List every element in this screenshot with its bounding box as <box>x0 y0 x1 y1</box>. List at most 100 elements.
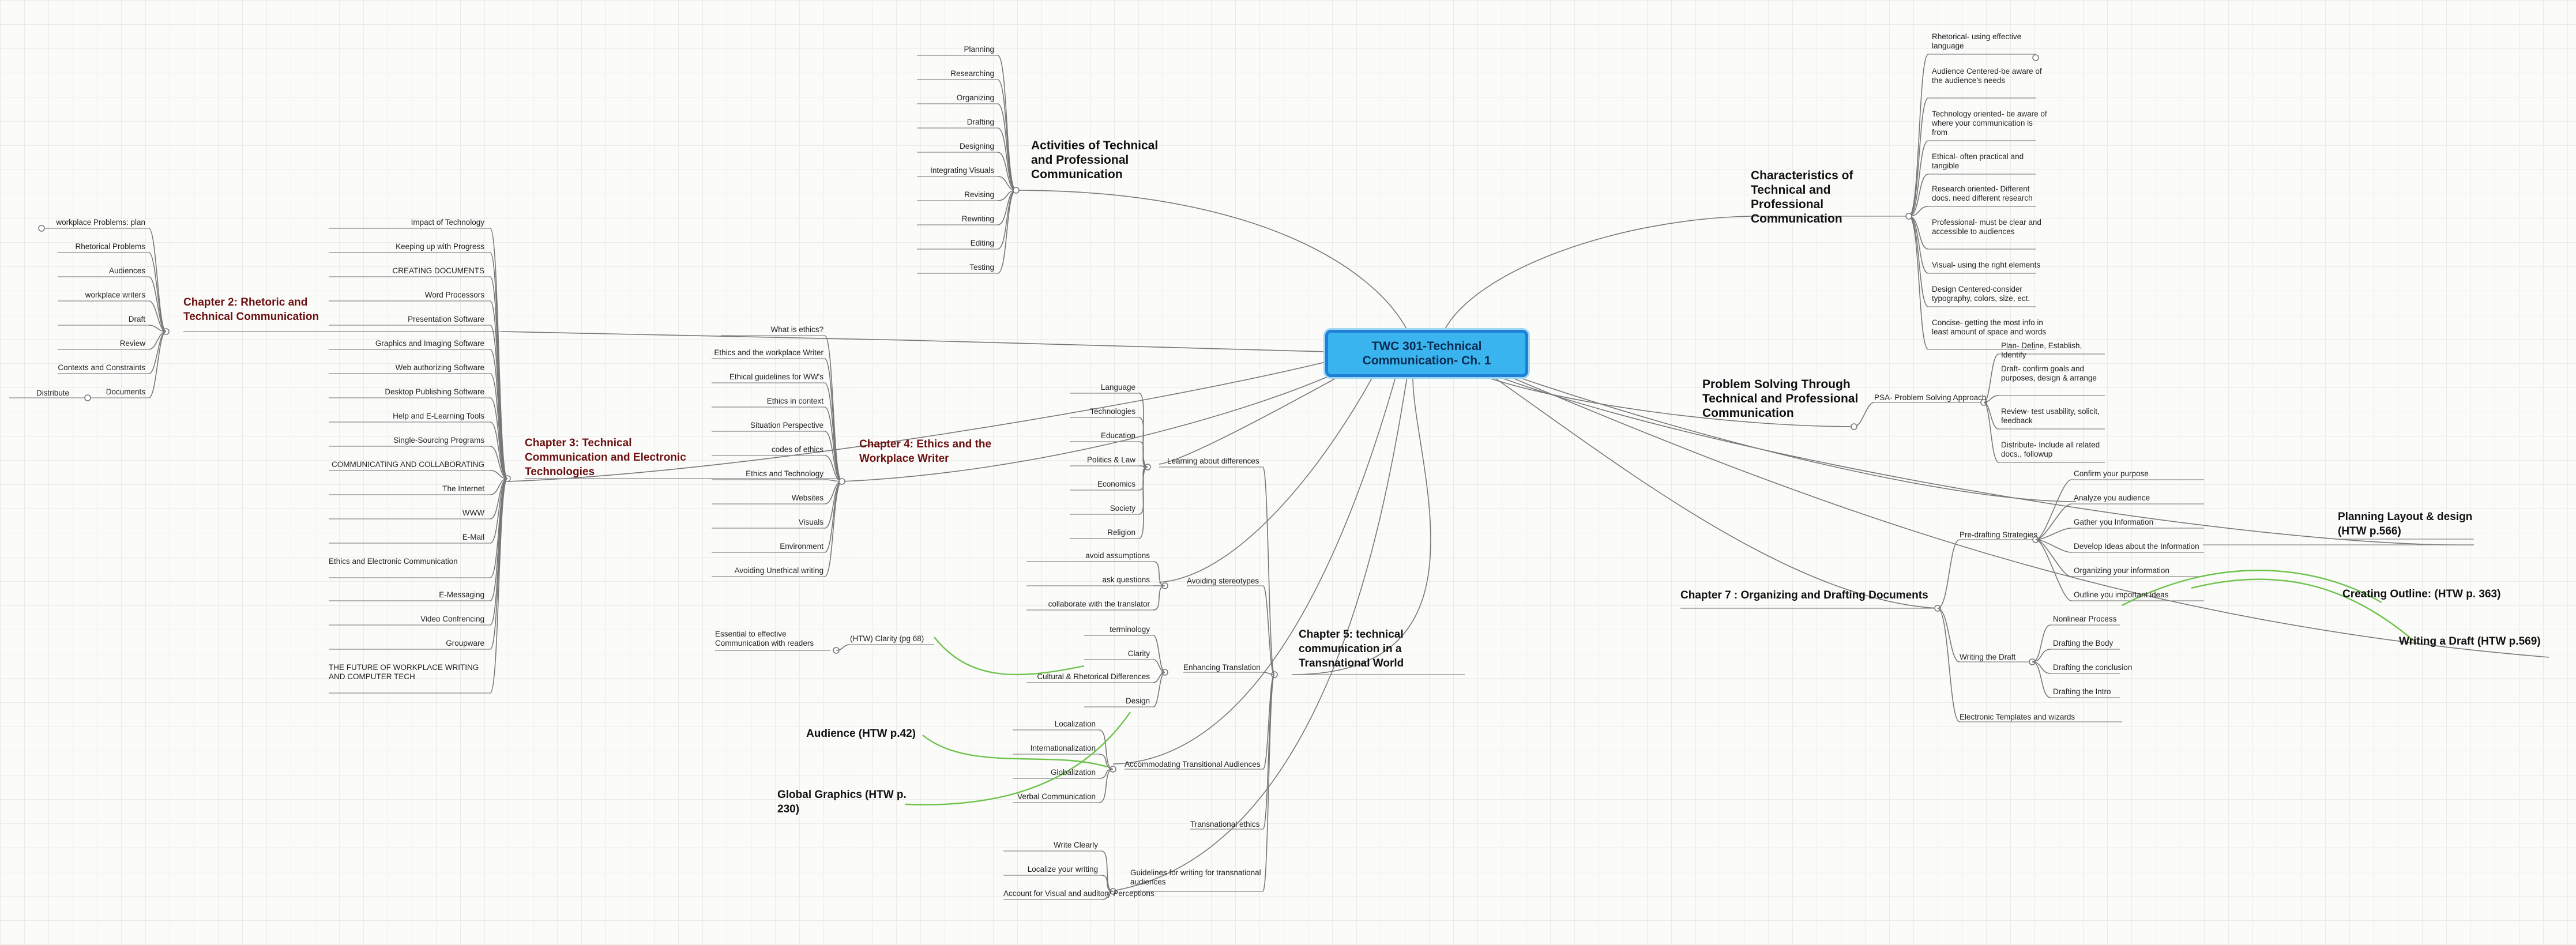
learning-node[interactable]: Learning about differences <box>1167 457 1259 465</box>
chapter4-item[interactable]: Avoiding Unethical writing <box>734 566 823 575</box>
root-topic[interactable]: TWC 301-Technical Communication- Ch. 1 <box>1325 330 1528 377</box>
chapter7-title[interactable]: Chapter 7 : Organizing and Drafting Docu… <box>1680 589 1928 601</box>
activity-item[interactable]: Organizing <box>956 93 994 102</box>
chapter3-item[interactable]: Web authorizing Software <box>395 363 484 372</box>
characteristic-item[interactable]: Professional- must be clear and accessib… <box>1932 218 2041 236</box>
characteristic-item[interactable]: Visual- using the right elements <box>1932 261 2041 269</box>
global-graphics-ref[interactable]: Global Graphics (HTW p. 230) <box>777 789 907 815</box>
chapter3-item[interactable]: Graphics and Imaging Software <box>375 339 484 348</box>
enhancing-item[interactable]: Design <box>1125 696 1150 705</box>
activity-item[interactable]: Testing <box>969 263 994 272</box>
writing-item[interactable]: Nonlinear Process <box>2053 615 2117 623</box>
characteristic-item[interactable]: Ethical- often practical and tangible <box>1932 152 2024 170</box>
chapter2-item[interactable]: Audiences <box>108 266 145 275</box>
chapter3-item[interactable]: Groupware <box>446 639 484 647</box>
enhancing-node[interactable]: Enhancing Translation <box>1183 663 1261 672</box>
clarity-ref-node[interactable]: (HTW) Clarity (pg 68) <box>850 634 924 643</box>
learning-item[interactable]: Society <box>1110 504 1135 513</box>
characteristic-item[interactable]: Technology oriented- be aware of where y… <box>1932 110 2047 137</box>
chapter2-item[interactable]: Draft <box>128 315 145 323</box>
writing-item[interactable]: Drafting the conclusion <box>2053 663 2133 672</box>
characteristic-item[interactable]: Audience Centered-be aware of the audien… <box>1932 67 2042 85</box>
stereotype-item[interactable]: avoid assumptions <box>1085 551 1150 560</box>
characteristic-item[interactable]: Concise- getting the most info in least … <box>1932 318 2047 336</box>
clarity-note-node[interactable]: Essential to effective Communication wit… <box>715 630 814 647</box>
psa-item[interactable]: Distribute- Include all related docs., f… <box>2001 441 2100 458</box>
writing-item[interactable]: Drafting the Body <box>2053 639 2114 647</box>
chapter3-item[interactable]: Keeping up with Progress <box>396 242 484 251</box>
chapter4-item[interactable]: Ethics and the workplace Writer <box>714 348 823 357</box>
chapter3-item[interactable]: E-Messaging <box>439 590 484 599</box>
writing-item[interactable]: Drafting the Intro <box>2053 687 2111 696</box>
chapter3-item[interactable]: Desktop Publishing Software <box>385 387 484 396</box>
learning-item[interactable]: Language <box>1100 383 1135 391</box>
chapter3-item[interactable]: Help and E-Learning Tools <box>393 412 484 420</box>
chapter3-item[interactable]: E-Mail <box>462 533 484 541</box>
learning-item[interactable]: Economics <box>1097 480 1135 488</box>
predrafting-item[interactable]: Analyze you audience <box>2074 494 2150 502</box>
chapter4-item[interactable]: Ethics and Technology <box>746 469 823 478</box>
characteristics-title[interactable]: Characteristics of Technical and Profess… <box>1751 169 1853 225</box>
chapter2-item[interactable]: workplace writers <box>85 291 145 299</box>
chapter3-item[interactable]: The Internet <box>442 484 484 493</box>
chapter4-item[interactable]: codes of ethics <box>771 445 823 454</box>
guidelines-node[interactable]: Guidelines for writing for transnational… <box>1130 868 1261 886</box>
enhancing-item[interactable]: Clarity <box>1127 649 1150 658</box>
chapter5-title[interactable]: Chapter 5: technical communication in a … <box>1299 628 1404 669</box>
enhancing-item[interactable]: Cultural & Rhetorical Differences <box>1037 672 1150 681</box>
activity-item[interactable]: Integrating Visuals <box>930 166 994 175</box>
writing-draft-node[interactable]: Writing the Draft <box>1960 653 2016 661</box>
activity-item[interactable]: Designing <box>959 142 994 150</box>
characteristic-item[interactable]: Design Centered-consider typography, col… <box>1932 285 2030 303</box>
chapter2-title[interactable]: Chapter 2: Rhetoric and Technical Commun… <box>183 296 319 323</box>
chapter2-item[interactable]: Contexts and Constraints <box>58 363 145 372</box>
predrafting-item[interactable]: Develop Ideas about the Information <box>2074 542 2199 551</box>
templates-node[interactable]: Electronic Templates and wizards <box>1960 713 2075 721</box>
chapter3-item[interactable]: Single-Sourcing Programs <box>393 436 484 445</box>
chapter4-item[interactable]: Websites <box>791 494 823 502</box>
predrafting-item[interactable]: Gather you Information <box>2074 518 2154 526</box>
accommodating-node[interactable]: Accommodating Transitional Audiences <box>1125 760 1261 769</box>
predrafting-item[interactable]: Confirm your purpose <box>2074 469 2149 478</box>
chapter4-item[interactable]: Visuals <box>798 518 823 526</box>
stereotype-item[interactable]: collaborate with the translator <box>1048 600 1150 608</box>
activity-item[interactable]: Revising <box>964 190 994 199</box>
activity-item[interactable]: Planning <box>964 45 994 54</box>
chapter3-item[interactable]: Word Processors <box>424 291 484 299</box>
enhancing-item[interactable]: terminology <box>1110 625 1150 634</box>
stereotypes-node[interactable]: Avoiding stereotypes <box>1187 577 1259 585</box>
learning-item[interactable]: Politics & Law <box>1086 455 1135 464</box>
chapter4-item[interactable]: Environment <box>780 542 823 551</box>
predrafting-item[interactable]: Outline you important ideas <box>2074 590 2169 599</box>
learning-item[interactable]: Education <box>1100 431 1135 440</box>
psa-item[interactable]: Draft- confirm goals and purposes, desig… <box>2001 364 2097 382</box>
activity-item[interactable]: Researching <box>950 69 994 78</box>
activity-item[interactable]: Editing <box>970 239 994 247</box>
chapter3-item[interactable]: Ethics and Electronic Communication <box>329 557 458 566</box>
chapter2-item[interactable]: Documents <box>106 387 145 396</box>
learning-item[interactable]: Technologies <box>1090 407 1135 416</box>
chapter4-title[interactable]: Chapter 4: Ethics and the Workplace Writ… <box>859 438 992 465</box>
accommodating-item[interactable]: Globalization <box>1050 768 1096 777</box>
stereotype-item[interactable]: ask questions <box>1102 575 1150 584</box>
creating-outline-ref[interactable]: Creating Outline: (HTW p. 363) <box>2342 588 2501 600</box>
chapter3-item[interactable]: COMMUNICATING AND COLLABORATING <box>331 460 484 469</box>
chapter4-item[interactable]: Ethical guidelines for WW's <box>729 372 823 381</box>
problem-solving-title[interactable]: Problem Solving Through Technical and Pr… <box>1702 378 1859 420</box>
activities-title[interactable]: Activities of Technical and Professional… <box>1031 139 1159 181</box>
writing-draft-ref[interactable]: Writing a Draft (HTW p.569) <box>2399 635 2541 647</box>
planning-layout-ref[interactable]: Planning Layout & design (HTW p.566) <box>2338 511 2473 537</box>
guideline-item[interactable]: Write Clearly <box>1053 841 1098 849</box>
distribute-node[interactable]: Distribute <box>36 389 69 397</box>
accommodating-item[interactable]: Localization <box>1054 720 1096 728</box>
chapter3-title[interactable]: Chapter 3: Technical Communication and E… <box>525 437 686 478</box>
chapter2-item[interactable]: Review <box>119 339 145 348</box>
activity-item[interactable]: Drafting <box>967 118 994 126</box>
chapter3-item[interactable]: Impact of Technology <box>411 218 484 227</box>
psa-item[interactable]: Plan- Define, Establish, Identify <box>2001 341 2082 359</box>
chapter4-item[interactable]: Ethics in context <box>766 397 823 405</box>
audience-ref[interactable]: Audience (HTW p.42) <box>806 728 916 740</box>
psa-item[interactable]: Review- test usability, solicit, feedbac… <box>2001 407 2100 425</box>
chapter3-item[interactable]: THE FUTURE OF WORKPLACE WRITING AND COMP… <box>329 663 479 681</box>
accommodating-item[interactable]: Verbal Communication <box>1017 792 1096 801</box>
